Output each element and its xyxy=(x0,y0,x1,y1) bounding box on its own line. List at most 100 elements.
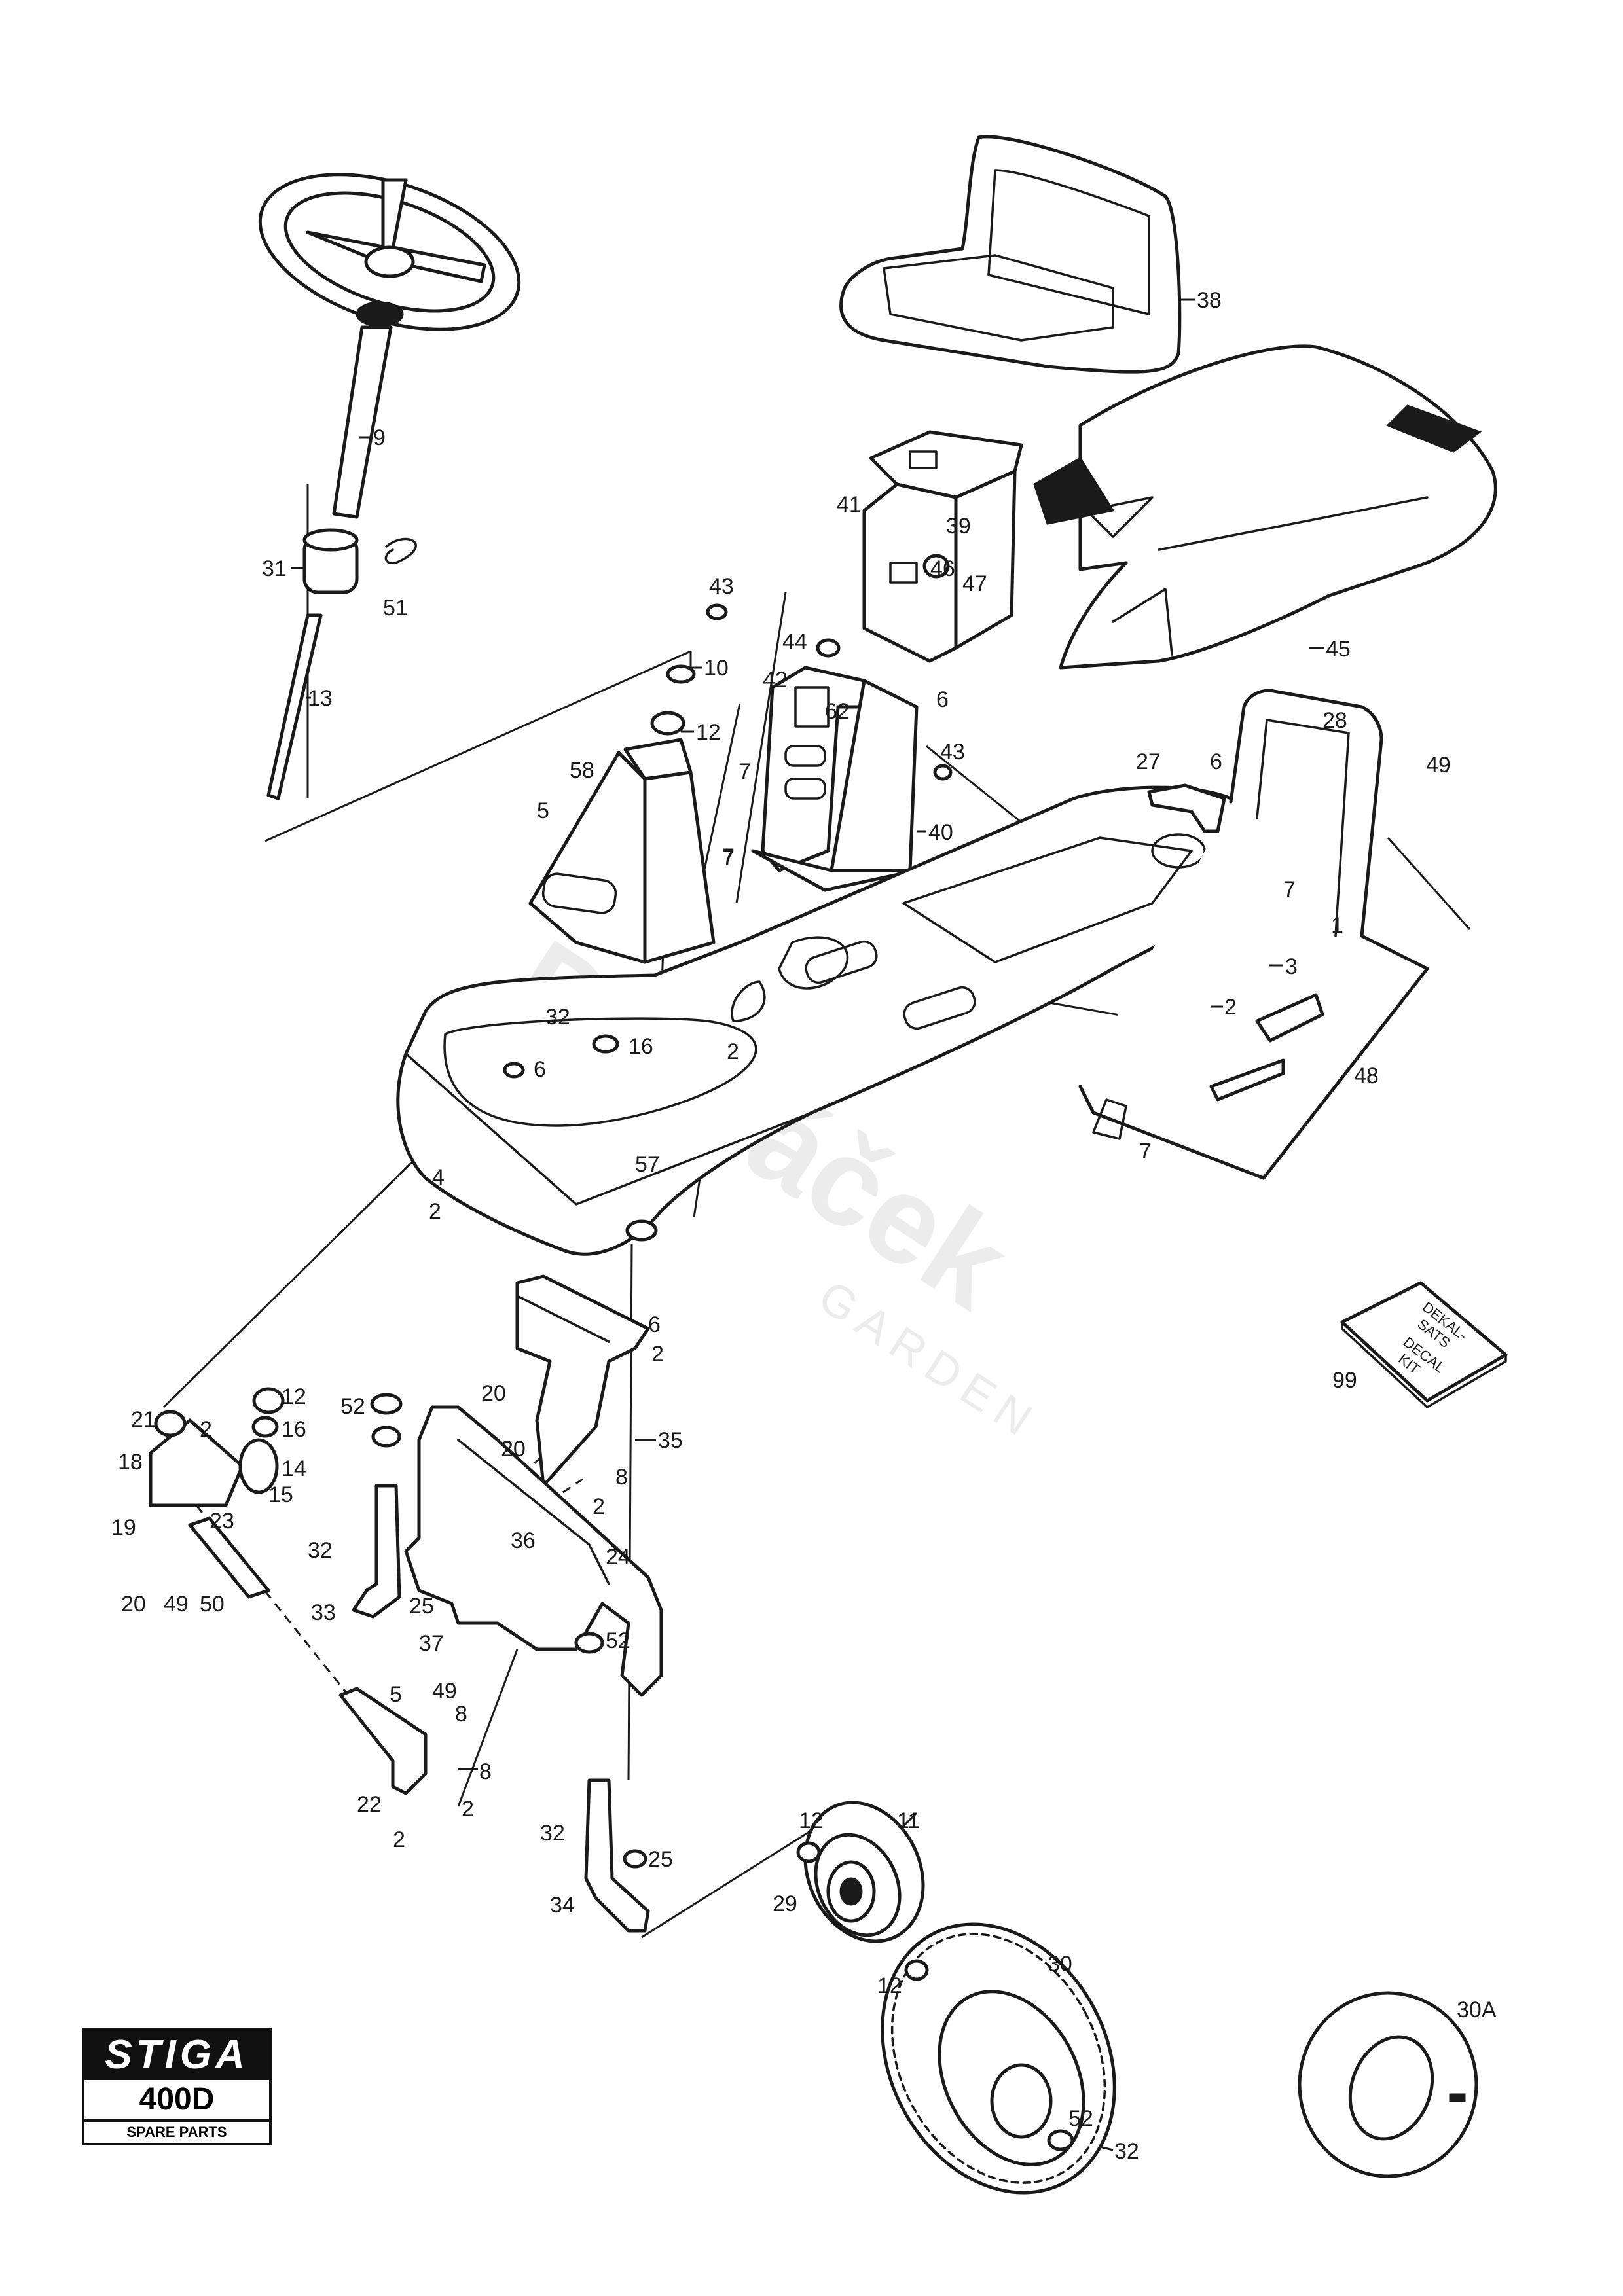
callout-label: 32 xyxy=(540,1821,565,1846)
decal-kit: DEKAL- SATS DECAL KIT xyxy=(1340,1281,1508,1408)
rear-bracket xyxy=(1147,783,1226,833)
callout-label: 40 xyxy=(928,820,953,845)
callout-label: 52 xyxy=(340,1394,365,1419)
seat-console xyxy=(751,666,919,892)
callout-label: 48 xyxy=(1354,1064,1379,1088)
callout-label: 7 xyxy=(1283,877,1296,902)
callout-label: 9 xyxy=(373,425,386,450)
callout-label: 5 xyxy=(390,1682,402,1707)
guide-line xyxy=(1387,837,1471,930)
callout-label: 2 xyxy=(593,1494,605,1519)
callout-label: 4 xyxy=(432,1165,445,1190)
callout-label: 42 xyxy=(763,668,788,692)
callout-label: 25 xyxy=(648,1847,673,1872)
right-spindle xyxy=(584,1778,650,1933)
callout-label: 33 xyxy=(311,1600,336,1625)
callout-label: 8 xyxy=(479,1759,492,1784)
callout-label: 49 xyxy=(432,1679,457,1704)
callout-label: 37 xyxy=(419,1631,444,1656)
callout-label: 8 xyxy=(455,1702,467,1727)
callout-label: 7 xyxy=(739,759,751,784)
callout-label: 52 xyxy=(1068,2106,1093,2131)
rear-bar xyxy=(1078,689,1429,1180)
logo-model: 400D xyxy=(84,2080,269,2122)
callout-label: 7 xyxy=(1139,1139,1152,1164)
callout-label: 31 xyxy=(262,556,287,581)
callout-label: 99 xyxy=(1332,1368,1357,1393)
callout-label: 12 xyxy=(696,720,721,745)
callout-label: 44 xyxy=(782,630,807,655)
guide-line xyxy=(641,1825,819,1939)
logo-subtitle: SPARE PARTS xyxy=(126,2124,227,2140)
left-spindle xyxy=(352,1484,401,1619)
inner-tube xyxy=(1298,1991,1478,2178)
callout-label: 36 xyxy=(511,1528,536,1553)
retaining-clip xyxy=(384,537,417,565)
callout-label: 51 xyxy=(383,596,408,620)
callout-label: 2 xyxy=(462,1797,474,1821)
callout-label: 13 xyxy=(308,686,333,711)
callout-label: 32 xyxy=(1114,2139,1139,2164)
pinion-gear xyxy=(238,1438,279,1494)
steering-wheel xyxy=(258,173,521,331)
callout-label: 38 xyxy=(1197,288,1222,313)
callout-label: 2 xyxy=(651,1342,664,1367)
front-axle xyxy=(404,1405,663,1697)
bonnet xyxy=(1033,344,1497,670)
callout-label: 50 xyxy=(200,1592,225,1617)
callout-label: 22 xyxy=(357,1792,382,1817)
callout-label: 52 xyxy=(606,1628,630,1653)
callout-label: 58 xyxy=(570,758,594,783)
callout-label: 16 xyxy=(629,1034,653,1059)
callout-label: 12 xyxy=(877,1973,902,1998)
callout-label: 24 xyxy=(606,1545,630,1570)
callout-label: 5 xyxy=(537,798,549,823)
callout-label: 19 xyxy=(111,1515,136,1540)
callout-label: 43 xyxy=(709,574,734,599)
callout-label: 30A xyxy=(1457,1998,1497,2022)
guide-line xyxy=(735,592,787,904)
callout-label: 39 xyxy=(946,514,971,539)
callout-label: 1 xyxy=(1331,913,1343,938)
callout-label: 45 xyxy=(1326,637,1351,662)
logo-brand: STIGA xyxy=(84,2030,269,2080)
steering-column xyxy=(332,325,393,519)
callout-label: 6 xyxy=(1210,749,1222,774)
callout-label: 11 xyxy=(897,1808,920,1833)
callout-label: 12 xyxy=(282,1384,306,1409)
callout-label: 18 xyxy=(118,1450,143,1475)
callout-label: 27 xyxy=(1136,749,1161,774)
hardware-items xyxy=(154,554,1074,2151)
callout-label: 21 xyxy=(131,1407,156,1432)
steering-lever xyxy=(338,1687,428,1795)
callout-labels: 38 9 31 51 13 10 12 58 5 7 41 39 46 47 4… xyxy=(111,288,1497,2164)
callout-label: 41 xyxy=(837,492,862,517)
steering-rod xyxy=(266,613,323,800)
callout-label: 6 xyxy=(936,687,949,712)
callout-label: 2 xyxy=(200,1417,212,1442)
callout-label: 57 xyxy=(635,1152,660,1177)
callout-label: 2 xyxy=(393,1827,405,1852)
callout-label: 29 xyxy=(773,1892,797,1916)
callout-label: 20 xyxy=(501,1437,526,1462)
callout-label: 14 xyxy=(282,1456,306,1481)
callout-label: 32 xyxy=(545,1005,570,1030)
guide-line xyxy=(264,650,691,842)
callout-label: 7 xyxy=(722,844,735,869)
callout-label: 25 xyxy=(409,1594,434,1619)
callout-label: 16 xyxy=(282,1417,306,1442)
guide-line xyxy=(195,1505,355,1702)
callout-label: 43 xyxy=(940,740,965,764)
guide-line xyxy=(457,1649,519,1807)
callout-label: 12 xyxy=(799,1808,824,1833)
wheel-hub xyxy=(803,1801,925,1943)
callout-label: 28 xyxy=(1322,708,1347,733)
callout-label: 35 xyxy=(658,1428,683,1453)
drag-link xyxy=(188,1516,270,1599)
callout-label: 10 xyxy=(704,656,729,681)
callout-label: 15 xyxy=(268,1482,293,1507)
callout-label: 47 xyxy=(962,571,987,596)
callout-label: 32 xyxy=(308,1538,333,1563)
callout-label: 34 xyxy=(550,1893,575,1918)
